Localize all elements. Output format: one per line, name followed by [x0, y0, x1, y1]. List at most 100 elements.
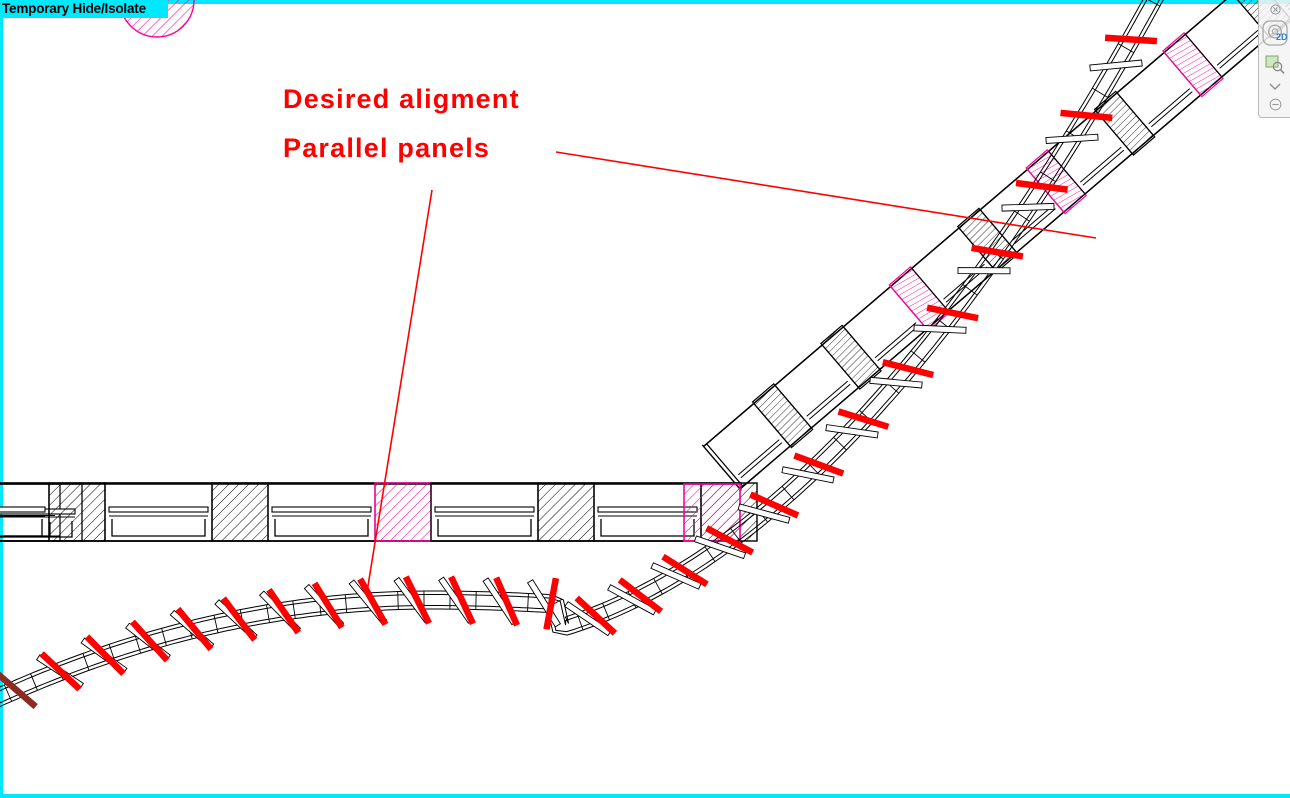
- alignment-tick[interactable]: [1060, 109, 1113, 122]
- alignment-tick[interactable]: [881, 359, 935, 379]
- alignment-tick[interactable]: [617, 577, 664, 614]
- diag-glazing: [1216, 29, 1259, 66]
- navigation-bar[interactable]: 2D: [1258, 0, 1290, 118]
- alignment-tick[interactable]: [84, 634, 126, 676]
- minimize-icon[interactable]: [1259, 94, 1290, 114]
- sleeper: [266, 604, 270, 623]
- annotation-desired-aligment: Desired aligment: [283, 84, 520, 114]
- track-brace: [957, 267, 1011, 275]
- leader-desired-aligment: [366, 189, 433, 593]
- diag-glazing: [1148, 88, 1191, 125]
- diag-start-cap: [701, 444, 742, 491]
- sleeper: [910, 350, 926, 363]
- alignment-tick[interactable]: [402, 575, 432, 625]
- diag-glazing: [877, 325, 920, 362]
- alignment-tick[interactable]: [749, 491, 800, 519]
- annotation-leader-lines: [366, 151, 1097, 593]
- alignment-tick[interactable]: [175, 606, 214, 652]
- leader-parallel-panels: [555, 151, 1097, 239]
- rail-track-alignment[interactable]: [0, 0, 1290, 710]
- horizontal-wall[interactable]: [0, 482, 758, 542]
- wall-bay[interactable]: [430, 482, 539, 542]
- alignment-tick[interactable]: [926, 304, 979, 322]
- alignment-tick[interactable]: [793, 452, 845, 477]
- track-brace: [607, 584, 657, 616]
- alignment-tick[interactable]: [448, 575, 476, 626]
- wall-bay[interactable]: [267, 482, 376, 542]
- alignment-tick-group[interactable]: [0, 0, 1246, 710]
- sleeper: [1117, 43, 1135, 53]
- diag-panel[interactable]: [1093, 90, 1156, 156]
- diag-glazing: [1014, 208, 1056, 245]
- wall-pier-highlighted[interactable]: [374, 482, 432, 542]
- alignment-tick[interactable]: [129, 619, 170, 663]
- alignment-tick[interactable]: [1104, 34, 1158, 45]
- steering-wheel-icon[interactable]: [1259, 16, 1290, 50]
- diag-bay[interactable]: [1184, 0, 1270, 78]
- alignment-tick[interactable]: [543, 577, 560, 630]
- wall-pier[interactable]: [537, 482, 595, 542]
- sleeper: [82, 653, 90, 671]
- sleeper: [213, 615, 219, 633]
- diag-glazing: [737, 439, 780, 476]
- diagonal-wall[interactable]: [701, 0, 1290, 491]
- alignment-tick[interactable]: [493, 576, 520, 627]
- sleeper: [653, 578, 663, 595]
- track-brace: [825, 424, 879, 439]
- sleeper: [397, 591, 399, 610]
- glazing-band: [434, 506, 535, 513]
- close-icon[interactable]: [1259, 2, 1290, 16]
- sleeper: [833, 437, 847, 451]
- diag-glazing: [1011, 205, 1054, 242]
- track-brace: [737, 503, 791, 524]
- sleeper: [1014, 210, 1030, 222]
- alignment-tick[interactable]: [661, 553, 709, 588]
- zoom-icon[interactable]: [1259, 50, 1290, 80]
- glazing-band: [108, 506, 209, 513]
- chevron-down-icon[interactable]: [1259, 80, 1290, 94]
- sleeper: [704, 546, 716, 562]
- sleeper: [3, 684, 13, 702]
- track-brace: [913, 324, 967, 334]
- wall-bay[interactable]: [104, 482, 213, 542]
- sleeper: [781, 486, 795, 501]
- track-brace: [869, 376, 923, 389]
- sleeper: [527, 593, 529, 612]
- diag-panel-highlighted[interactable]: [888, 265, 951, 332]
- alignment-tick[interactable]: [0, 671, 38, 710]
- diag-panel-highlighted[interactable]: [1162, 31, 1224, 98]
- alignment-tick[interactable]: [574, 595, 618, 636]
- track-brace: [1089, 59, 1143, 72]
- alignment-tick[interactable]: [311, 581, 345, 630]
- sleeper: [730, 528, 742, 544]
- alignment-tick[interactable]: [220, 596, 258, 642]
- sleeper: [30, 673, 38, 691]
- sleeper-group: [3, 0, 1161, 702]
- diag-glazing: [1150, 91, 1193, 128]
- wall-pier[interactable]: [211, 482, 269, 542]
- temporary-hide-isolate-banner[interactable]: Temporary Hide/Isolate: [0, 0, 168, 18]
- wall-bay[interactable]: [0, 482, 50, 542]
- bay-sill: [274, 519, 369, 537]
- alignment-tick[interactable]: [39, 651, 82, 692]
- alignment-tick[interactable]: [837, 408, 890, 430]
- diag-glazing: [1082, 149, 1125, 186]
- sleeper: [1147, 0, 1161, 7]
- sleeper: [292, 600, 296, 619]
- bay-sill: [437, 519, 532, 537]
- alignment-tick[interactable]: [266, 587, 301, 635]
- bay-sill: [0, 519, 43, 537]
- bay-sill: [600, 519, 695, 537]
- alignment-tick[interactable]: [705, 525, 755, 556]
- diag-panel[interactable]: [820, 324, 882, 390]
- alignment-tick[interactable]: [1015, 179, 1069, 193]
- diag-panel[interactable]: [751, 382, 814, 449]
- alignment-tick[interactable]: [970, 244, 1024, 260]
- wall-pier[interactable]: [48, 482, 106, 542]
- alignment-tick[interactable]: [357, 577, 389, 626]
- track-brace: [1045, 133, 1099, 144]
- sleeper: [1092, 87, 1108, 98]
- navigation-mode-label: 2D: [1276, 32, 1288, 42]
